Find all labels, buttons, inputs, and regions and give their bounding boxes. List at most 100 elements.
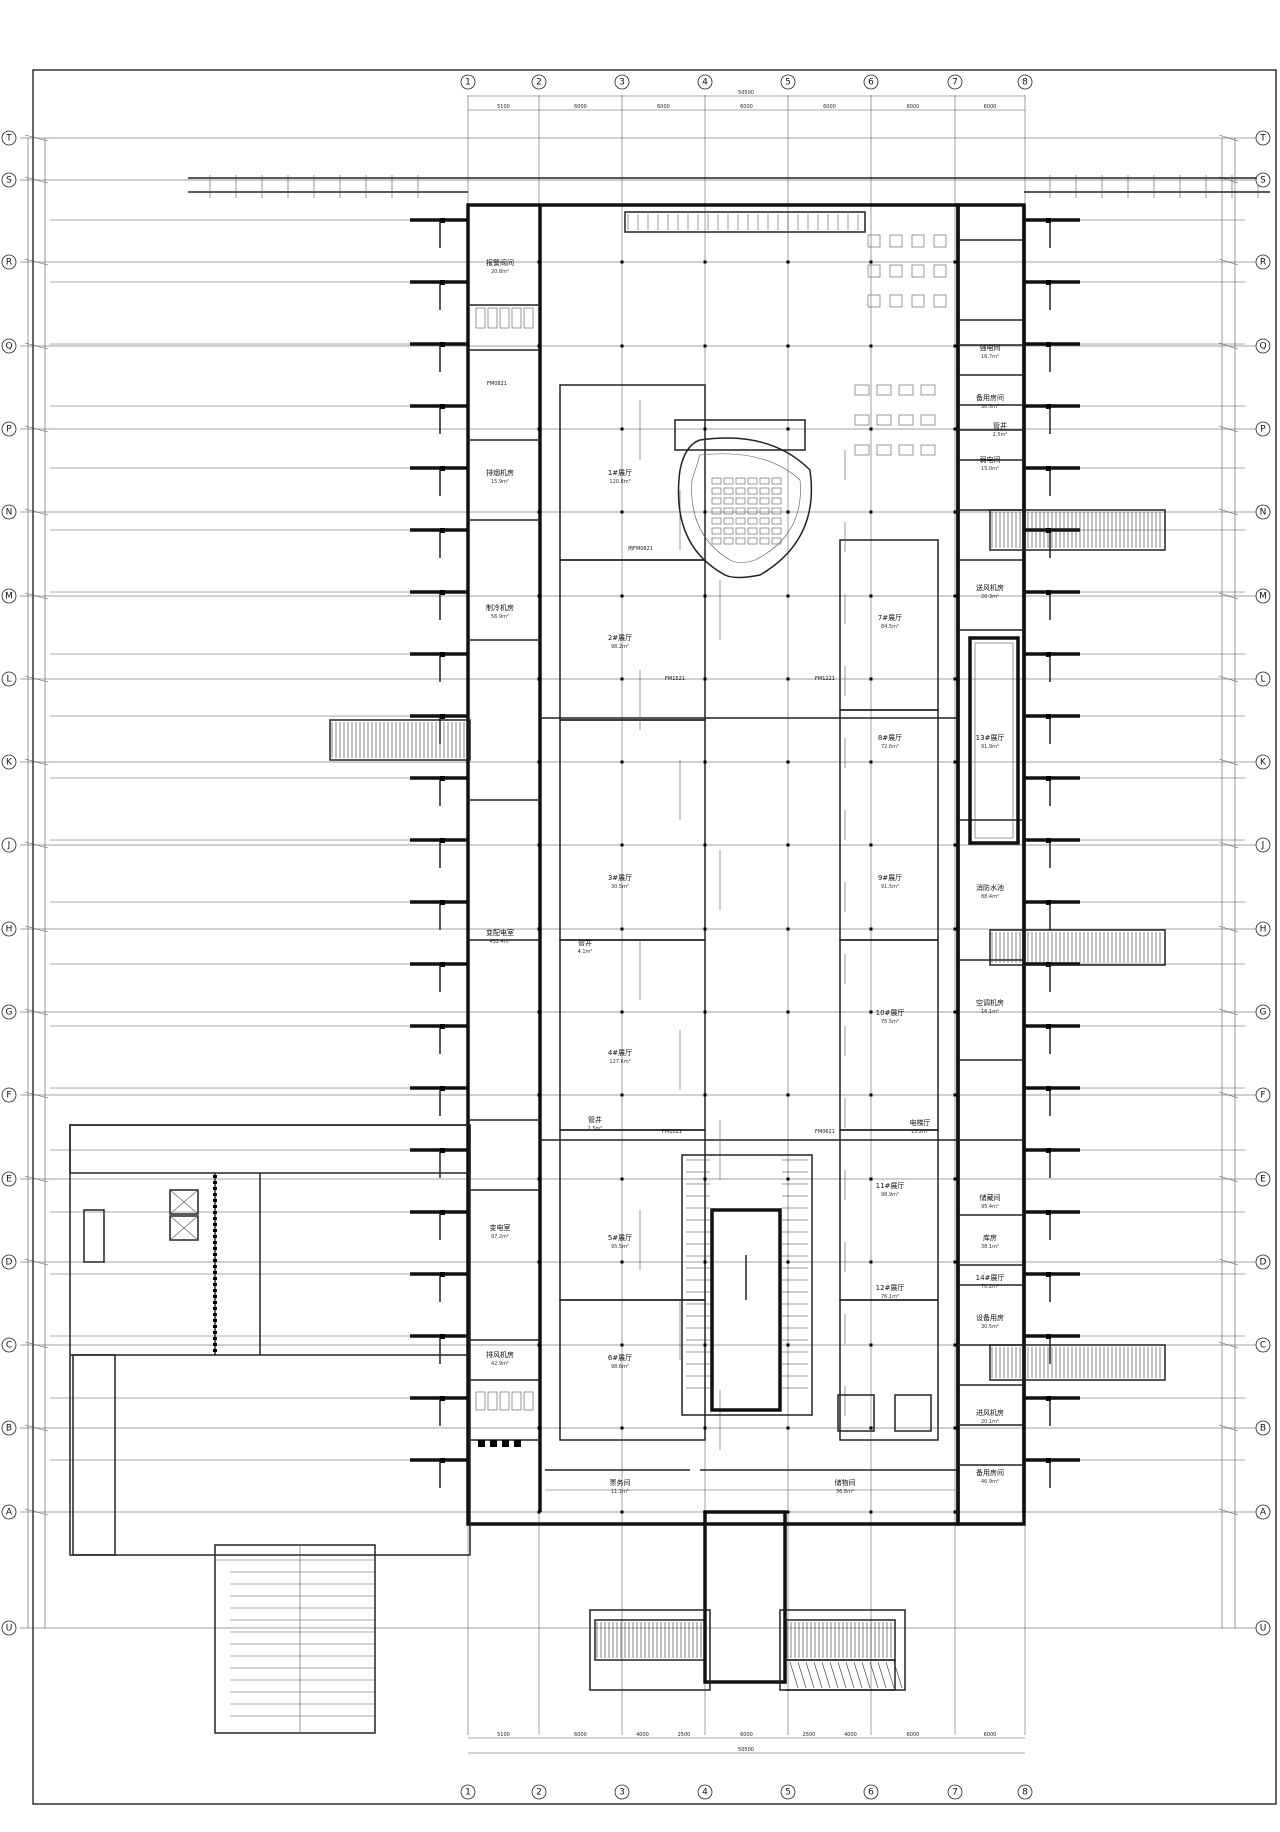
grid-col-5-7	[869, 843, 873, 847]
plan-details	[478, 260, 957, 1514]
transformer-2	[169, 1215, 199, 1241]
segment-dim-bottom-0: 5100	[497, 1732, 510, 1738]
axis-bubble-left-8-circle	[1, 754, 17, 770]
room-name-36: 管井	[993, 421, 1007, 430]
grid-col-4-0	[786, 260, 790, 264]
theater-seat-0-4	[759, 477, 770, 485]
busbar-dot-8	[213, 1223, 217, 1226]
grid-col-3-2	[703, 427, 707, 431]
grid-axes	[20, 95, 1262, 1735]
room-area-15: 75.5m²	[881, 1019, 899, 1025]
grid-col-5-12	[869, 1260, 873, 1264]
side-tick-1-6	[1218, 592, 1239, 600]
axis-bubble-left-15-label: C	[6, 1341, 12, 1351]
grid-col-2-9	[620, 1010, 624, 1014]
axis-bubble-left-0-circle	[1, 130, 17, 146]
room-area-12: 84.5m²	[881, 624, 899, 630]
busbar-dot-12	[213, 1247, 217, 1250]
table-nr-1-0	[867, 264, 881, 278]
segment-dim-top-0: 5100	[497, 104, 510, 110]
axis-bubble-right-2-circle	[1255, 254, 1271, 270]
grid-col-5-10	[869, 1093, 873, 1097]
left-column-19	[440, 1396, 445, 1401]
axis-bubble-right-5-circle	[1255, 504, 1271, 520]
room-area-2: 56.9m²	[491, 614, 509, 620]
desk-2-0	[854, 444, 870, 456]
stair-right-c	[989, 1344, 1166, 1381]
grid-col-6-6	[953, 760, 957, 764]
theater-seat-5-4	[759, 527, 770, 535]
side-tick-1-8	[1218, 758, 1239, 766]
left-column-6	[440, 590, 445, 595]
theater-seat-4-3	[747, 517, 758, 525]
building-walls	[50, 175, 1270, 1734]
grid-col-3-7	[703, 843, 707, 847]
left-ramp-strip	[72, 1354, 116, 1556]
sink-3	[514, 1440, 521, 1447]
grid-col-6-15	[953, 1510, 957, 1514]
bottom-right-hatch	[785, 1659, 896, 1691]
grid-col-2-14	[620, 1426, 624, 1430]
grid-col-6-10	[953, 1093, 957, 1097]
overall-dim-bottom: 50500	[738, 1747, 754, 1753]
side-tick-0-5	[24, 508, 49, 516]
axis-bubble-right-17-circle	[1255, 1504, 1271, 1520]
grid-col-1-10	[537, 1093, 541, 1097]
side-tick-0-6	[24, 592, 49, 600]
axis-bubble-right-8-label: K	[1260, 758, 1267, 768]
room-name-3: 变配电室	[486, 928, 514, 937]
busbar-dot-23	[213, 1313, 217, 1316]
room-name-16: 11#展厅	[876, 1182, 905, 1190]
grid-col-4-1	[786, 344, 790, 348]
busbar-dot-25	[213, 1325, 217, 1328]
door-tag-3: FM1221	[815, 676, 835, 682]
right-strip-outline	[956, 203, 1026, 1526]
busbar-dot-17	[213, 1277, 217, 1280]
right-column-6	[1046, 590, 1051, 595]
axis-bubble-left-2-circle	[1, 254, 17, 270]
lobby-box-1	[837, 1394, 875, 1432]
room-name-35: 管井	[588, 1115, 602, 1124]
left-column-7	[440, 652, 445, 657]
theater-seat-3-1	[723, 507, 734, 515]
grid-col-2-11	[620, 1177, 624, 1181]
axis-bubble-left-13-label: E	[6, 1175, 12, 1185]
grid-col-1-13	[537, 1343, 541, 1347]
table-nr-2-2	[911, 294, 925, 308]
grid-col-6-13	[953, 1343, 957, 1347]
theater-seat-5-5	[771, 527, 782, 535]
grid-col-3-5	[703, 677, 707, 681]
grid-col-1-1	[537, 344, 541, 348]
grid-col-6-5	[953, 677, 957, 681]
axis-bubble-left-5-circle	[1, 504, 17, 520]
table-nr-0-1	[889, 234, 903, 248]
grid-col-1-8	[537, 927, 541, 931]
axis-bubble-left-16-circle	[1, 1420, 17, 1436]
grid-col-2-1	[620, 344, 624, 348]
theater-seat-5-2	[735, 527, 746, 535]
grid-col-1-2	[537, 427, 541, 431]
axis-bubble-top-2-label: 3	[619, 78, 625, 88]
bottom-left-exit	[589, 1609, 711, 1691]
side-tick-0-2	[24, 258, 49, 266]
grid-col-4-8	[786, 927, 790, 931]
hatch-line-8	[853, 1661, 863, 1689]
theater-seat-4-5	[771, 517, 782, 525]
room-name-8: 3#展厅	[608, 874, 632, 882]
left-column-17	[440, 1272, 445, 1277]
right-column-7	[1046, 652, 1051, 657]
axis-bubble-bottom-5-circle	[863, 1784, 879, 1800]
axis-bubble-left-11-circle	[1, 1004, 17, 1020]
right-column-4	[1046, 466, 1051, 471]
busbar-dot-21	[213, 1301, 217, 1304]
side-tick-0-3	[24, 342, 49, 350]
theater-seat-3-0	[711, 507, 722, 515]
fire-pool	[968, 636, 1020, 845]
room-name-11: 6#展厅	[608, 1354, 632, 1362]
right-column-13	[1046, 1024, 1051, 1029]
theater-seat-2-5	[771, 497, 782, 505]
theater-seat-1-5	[771, 487, 782, 495]
axis-bubble-left-7-circle	[1, 671, 17, 687]
axis-bubble-right-1-label: S	[1260, 176, 1266, 186]
